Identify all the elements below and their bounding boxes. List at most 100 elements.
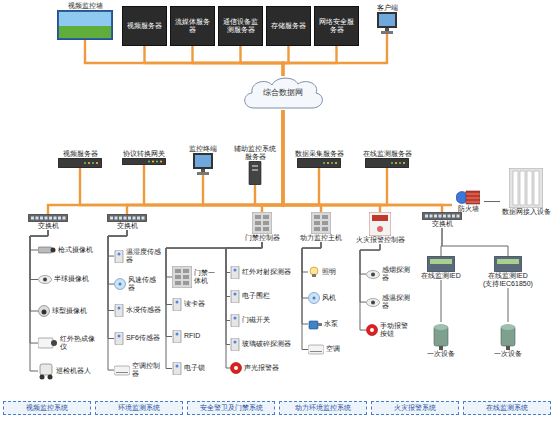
equip-node: 一次设备 [485,322,531,358]
label-group: 门禁一体机 [194,269,220,285]
ied-node: 在线监测IED [416,256,466,280]
switch-icon [107,214,147,222]
red-icon [230,362,242,374]
cabinet-icon [509,168,543,208]
wall-node: 视频监控墙 [55,2,115,40]
cat-node: 火灾报警系统 [371,401,459,415]
connector [302,242,321,349]
sensor-icon [230,266,240,279]
ball-icon [38,305,50,317]
label-group: 风机 [322,294,354,302]
sensor-node: SF6传感器 [114,332,162,345]
node-label: 玻璃破碎探测器 [242,340,292,348]
red-node: 手动报警按钮 [366,322,412,338]
rackthin-icon [122,158,166,165]
node-label: 一次设备 [418,350,464,358]
label-group: 风速传感器 [128,276,162,292]
sensor-node: 玻璃破碎探测器 [230,338,292,351]
node-label: 数据网接入设备 [500,208,552,216]
node-label: 照明 [322,268,354,276]
connector [441,280,442,322]
ied-icon [494,256,522,272]
connector [108,230,127,310]
node-label: 客户端 [365,4,409,12]
label-group: 空调 [326,345,354,353]
connector [241,46,284,76]
label-group: 半球摄像机 [54,275,100,283]
rack-node: 数据采集服务器 [292,150,346,168]
tower-icon [247,161,263,185]
connector [360,244,380,330]
ac-icon [114,365,130,376]
node-label: 流媒体服务器 [173,18,212,34]
fire-icon [369,212,391,236]
cat-node: 环境监测系统 [95,401,183,415]
connector [283,46,337,76]
server-node: 网络安全服务器 [314,6,359,46]
switch-node: 交换机 [22,214,74,230]
dome-node: 半球摄像机 [38,275,100,284]
connector [226,242,262,320]
node-label: 声光报警器 [244,364,292,372]
label-group: 枪式摄像机 [58,246,100,254]
server-node: 通信设备监测服务器 [218,6,263,46]
label-group: 球型摄像机 [52,307,100,315]
node-label: 读卡器 [184,300,220,308]
label-group: 温湿度传感器 [126,248,162,264]
connector [30,230,48,311]
red-icon [366,324,378,336]
node-label: 安全警卫及门禁系统 [189,404,273,412]
connector [283,110,452,205]
node-label: 感温探测器 [382,294,412,310]
label-group: 红外对射探测器 [242,268,292,276]
node-label: 通信设备监测服务器 [221,18,260,34]
node-label: 视频监控墙 [55,2,115,10]
node-label: 火灾报警系统 [373,404,457,412]
node-label: 门禁一体机 [194,269,220,285]
ied-icon [427,256,455,272]
rack-icon [297,158,341,168]
label-group: 声光报警器 [244,364,292,372]
ac-node: 空调 [308,344,354,355]
dome-node: 感烟探测器 [366,266,412,282]
fire-node: 火灾报警控制器 [354,212,406,244]
wall-icon [57,10,113,40]
node-label: 综合数据网 [240,76,326,110]
cloud-node: 综合数据网 [240,76,326,110]
node-label: 电子锁 [184,364,220,372]
connector [145,46,284,76]
label-group: 门磁开关 [242,316,292,324]
node-label: 网络安全服务器 [317,18,356,34]
equip-node: 一次设备 [418,322,464,358]
connector [283,110,387,205]
pc-node: 客户端 [365,4,409,34]
rackthin-node: 协议转换网关 [116,150,172,165]
ircam-node: 红外热成像仪 [38,335,100,351]
panel-icon [252,212,272,234]
sensor-icon [172,362,182,375]
cat-node: 在线监测系统 [463,401,551,415]
node-label: RFID [184,332,220,340]
panel-icon [172,266,192,288]
sensor-node: 读卡器 [172,298,220,311]
connector [283,110,319,205]
sensor-node: RFID [172,330,220,343]
server-node: 视频服务器 [122,6,167,46]
equip-icon [430,322,452,350]
fan-node: 风机 [308,292,354,304]
fan-node: 风速传感器 [114,276,162,292]
label-group: 电子围栏 [242,292,292,300]
node-label: 火灾报警控制器 [354,236,406,244]
pump-node: 水泵 [308,318,354,330]
rack-icon [365,158,409,168]
sensor-node: 电子锁 [172,362,220,375]
switch-icon [28,214,68,222]
node-label: 视频监控系统 [5,404,89,412]
node-label: 在线监测系统 [465,404,549,412]
ied-node: 在线监测IED(支持IEC61850) [472,256,544,288]
dome-icon [366,298,380,307]
connector [144,110,283,205]
node-label: 空调 [326,345,354,353]
cat-node: 安全警卫及门禁系统 [187,401,275,415]
